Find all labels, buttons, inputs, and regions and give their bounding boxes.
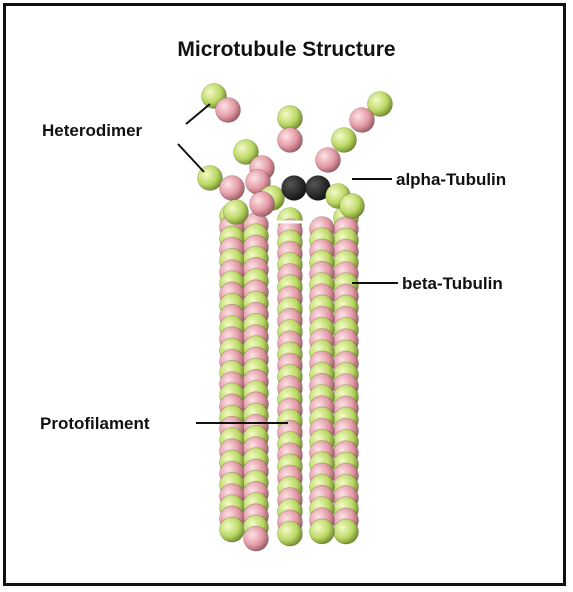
tubule-lumen-shadow [282,176,307,201]
beta-tubulin-subunit [278,128,303,153]
label-protofilament: Protofilament [40,414,150,434]
beta-tubulin-subunit [316,148,341,173]
alpha-tubulin-subunit [340,194,365,219]
beta-tubulin-subunit [350,108,375,133]
heterodimer-leader-bottom [178,144,204,172]
alpha-tubulin-subunit [224,200,249,225]
alpha-tubulin-subunit [278,106,303,131]
alpha-tubulin-subunit [310,519,335,544]
label-beta-tubulin: beta-Tubulin [402,274,503,294]
label-heterodimer: Heterodimer [42,121,142,141]
label-alpha-tubulin: alpha-Tubulin [396,170,506,190]
alpha-tubulin-subunit [220,517,245,542]
diagram-title: Microtubule Structure [0,38,573,62]
beta-tubulin-subunit [244,526,269,551]
alpha-tubulin-subunit [332,128,357,153]
free-heterodimers [202,84,393,181]
alpha-tubulin-subunit [334,519,359,544]
heterodimer-leader-top [186,104,210,124]
beta-tubulin-subunit [220,176,245,201]
beta-tubulin-subunit [216,98,241,123]
alpha-tubulin-subunit [278,521,303,546]
beta-tubulin-subunit [250,192,275,217]
